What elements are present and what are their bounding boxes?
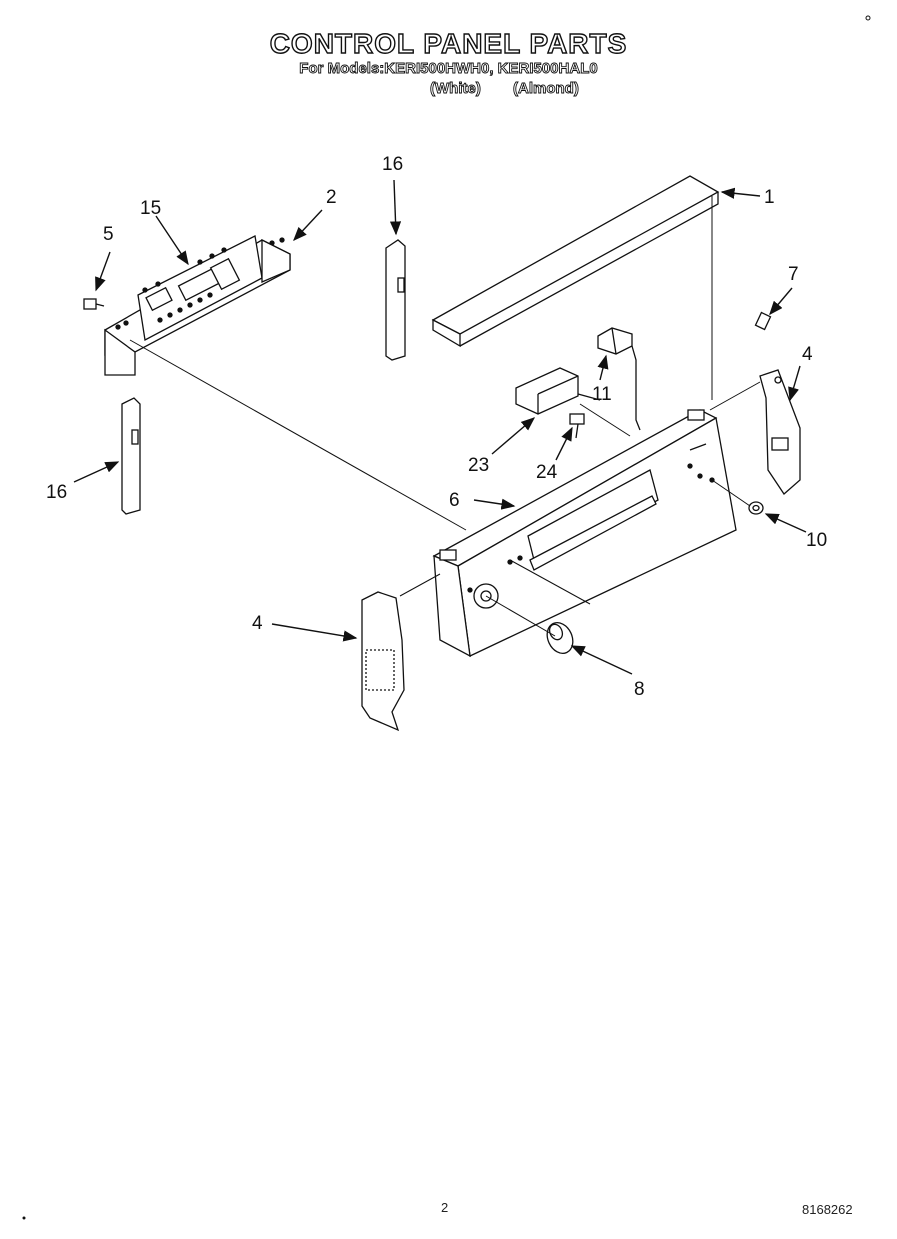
scan-mark	[865, 15, 871, 21]
document-number: 8168262	[802, 1202, 853, 1217]
color-almond-label: (Almond)	[513, 80, 580, 98]
part-console-6	[432, 409, 737, 658]
part-screw-5	[83, 298, 105, 310]
callout-16-lower: 16	[46, 482, 67, 503]
callout-4-left: 4	[252, 613, 263, 634]
callout-7: 7	[788, 264, 799, 285]
part-trim-strip	[431, 175, 720, 348]
callout-6: 6	[449, 490, 460, 511]
part-screw-24	[569, 413, 585, 439]
part-control-overlay	[104, 235, 291, 376]
callout-1: 1	[764, 187, 775, 208]
part-end-cap-left	[361, 591, 405, 732]
page-number: 2	[441, 1200, 449, 1215]
callout-16-upper: 16	[382, 154, 403, 175]
color-white-label: (White)	[430, 80, 482, 98]
callout-8: 8	[634, 679, 645, 700]
page-title: CONTROL PANEL PARTS	[269, 27, 628, 59]
callout-2: 2	[326, 187, 337, 208]
part-grommet-10	[748, 501, 764, 515]
part-screw-7	[754, 311, 772, 331]
part-side-trim-lower	[121, 397, 141, 515]
callout-5: 5	[103, 224, 114, 245]
part-connector-11	[597, 327, 641, 431]
assembly-lines	[129, 196, 761, 637]
callout-23: 23	[468, 455, 489, 476]
scan-mark	[22, 1216, 26, 1220]
callout-4-right: 4	[802, 344, 813, 365]
callout-10: 10	[806, 530, 827, 551]
models-line: For Models:KERI500HWH0, KERI500HAL0	[299, 60, 598, 78]
callout-24: 24	[536, 462, 558, 483]
part-side-trim-upper	[385, 239, 406, 361]
part-end-cap-right	[759, 369, 801, 495]
part-switch-23	[515, 367, 601, 415]
part-knob-8	[546, 621, 574, 655]
callout-11: 11	[592, 384, 612, 405]
callout-arrows	[73, 179, 807, 675]
callout-15: 15	[140, 198, 161, 219]
